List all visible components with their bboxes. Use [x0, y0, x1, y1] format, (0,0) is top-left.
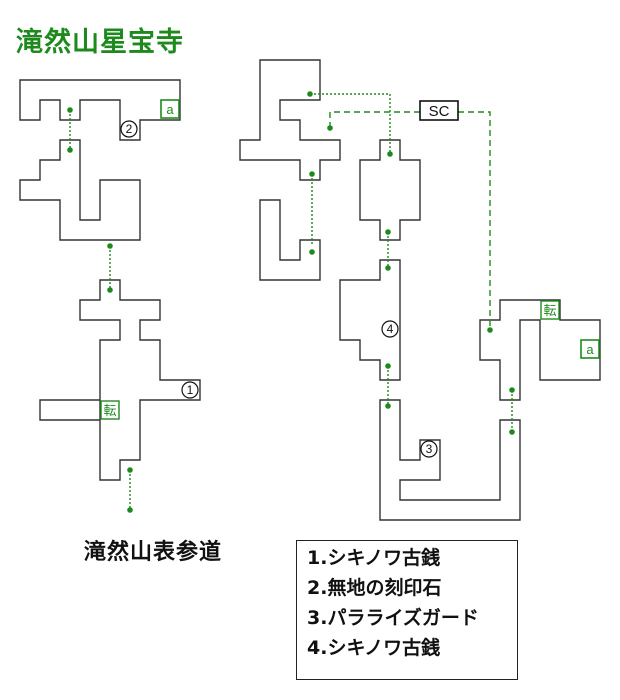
left-main-room — [39, 279, 201, 481]
legend-item-3: 3.パラライズガード — [307, 607, 479, 629]
svg-text:a: a — [166, 102, 174, 117]
a-marker-right: a — [580, 339, 600, 359]
center-upper-room — [359, 139, 421, 241]
legend-item-4: 4.シキノワ古銭 — [307, 637, 441, 659]
item-legend: 1.シキノワ古銭 2.無地の刻印石 3.パラライズガード 4.シキノワ古銭 — [296, 540, 518, 680]
area-name: 滝然山表参道 — [84, 540, 223, 565]
mid-u-room — [259, 199, 321, 281]
a-marker-left: a — [160, 99, 180, 119]
sc-label: SC — [429, 103, 450, 120]
ten-marker-left: 転 — [100, 400, 120, 420]
svg-text:a: a — [586, 342, 594, 357]
marker-4: 4 — [387, 322, 394, 336]
left-upper-room — [19, 139, 141, 241]
center-mid-room — [339, 259, 401, 381]
svg-text:転: 転 — [103, 404, 116, 419]
mid-top-room — [239, 59, 341, 181]
marker-1: 1 — [187, 383, 194, 397]
center-lower-room — [379, 399, 521, 521]
left-top-room — [19, 79, 181, 141]
map-title: 滝然山星宝寺 — [16, 27, 184, 58]
right-room — [479, 299, 601, 401]
ten-marker-right: 転 — [540, 300, 560, 320]
legend-item-1: 1.シキノワ古銭 — [307, 547, 441, 569]
legend-item-2: 2.無地の刻印石 — [307, 577, 442, 599]
marker-2: 2 — [126, 122, 133, 136]
svg-text:転: 転 — [543, 304, 556, 319]
marker-3: 3 — [426, 442, 433, 456]
